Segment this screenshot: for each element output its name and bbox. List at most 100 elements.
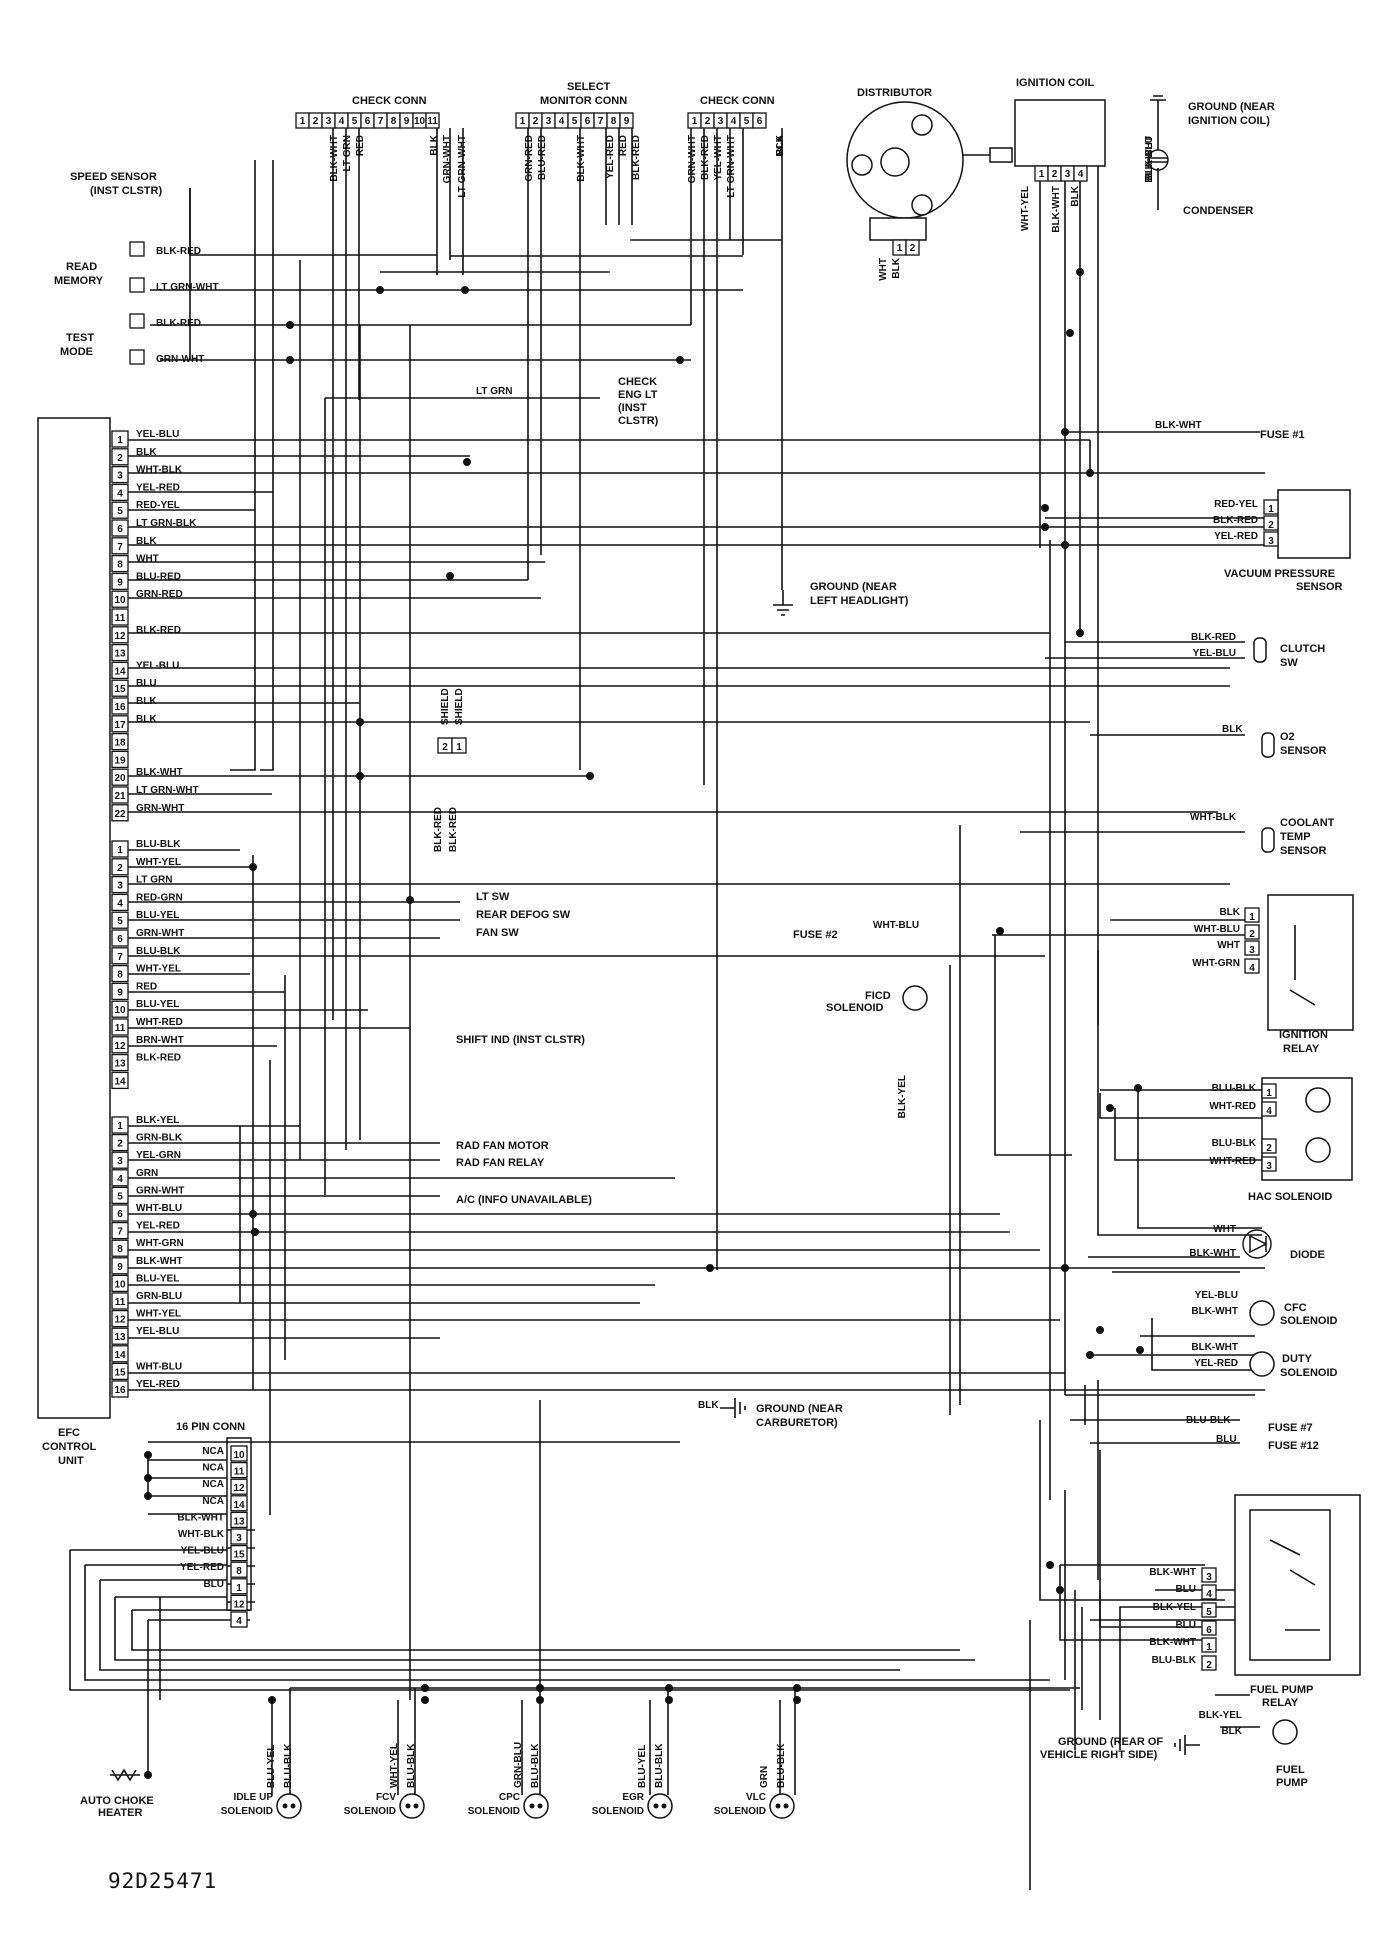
auto-choke-l2: HEATER xyxy=(98,1807,142,1819)
ignition_coil-pin-number: 4 xyxy=(1078,169,1084,180)
ecu-a-pin-cell xyxy=(111,626,129,644)
fuel-pump-relay-pin-number: 6 xyxy=(1206,1625,1212,1636)
idle-up-solenoid-label-1: IDLE UP xyxy=(234,1792,274,1803)
check_conn_2-pin-number: 6 xyxy=(757,116,763,127)
fuse1-wire: BLK-WHT xyxy=(1155,420,1202,431)
read_memory-wire-label: BLK-RED xyxy=(156,246,201,257)
check-eng-lt-l1: CHECK xyxy=(618,376,657,388)
ecu-c-wire-label: WHT-BLU xyxy=(136,1361,182,1372)
ecu-b-pin-cell xyxy=(111,1053,129,1072)
ecu-b-pin-number: 4 xyxy=(117,898,123,909)
clutch-sw-wire-label: YEL-BLU xyxy=(1193,648,1236,659)
ecu-a-pin-number: 14 xyxy=(114,666,126,677)
check-conn-1-wire-label: RED xyxy=(355,135,366,156)
ecu-a-wire-label: BLU-RED xyxy=(136,571,181,582)
egr-solenoid-label-1: EGR xyxy=(622,1792,644,1803)
check_conn_2-pin-number: 3 xyxy=(718,116,724,127)
ecu-b-pin-number: 3 xyxy=(117,881,123,892)
ecu-a-pin-number: 21 xyxy=(114,791,126,802)
splice-dot xyxy=(1061,1264,1069,1272)
coolant-sensor-icon xyxy=(1261,827,1275,853)
check-conn-1-wire-label: LT GRN xyxy=(342,135,353,171)
splice-dot xyxy=(286,356,294,364)
ignition_coil-pin-number: 3 xyxy=(1065,169,1071,180)
ignition-relay-wire-label: WHT-GRN xyxy=(1192,958,1240,969)
ecu-a-wire-label: BLK xyxy=(136,696,157,707)
cfc-solenoid-wire-label: BLK-WHT xyxy=(1191,1306,1238,1317)
check-eng-lt-l2: ENG LT xyxy=(618,389,658,401)
check_conn_1-pin-cell xyxy=(425,112,440,129)
check-conn-1-wire-label: LT GRN-WHT xyxy=(457,135,468,198)
splice-dot xyxy=(1106,1104,1114,1112)
check-conn-1-title: CHECK CONN xyxy=(352,95,427,107)
ecu-c-wire-label: WHT-YEL xyxy=(136,1309,181,1320)
ground-icon xyxy=(1150,95,1166,108)
ecu-b-pin-cell xyxy=(111,1036,129,1054)
vlc-solenoid-wire-label: GRN xyxy=(759,1766,770,1788)
ecu-a-pin-cell xyxy=(111,786,129,804)
splice-dot xyxy=(1056,1586,1064,1594)
fuel-pump-relay-pin-cell xyxy=(1201,1567,1217,1583)
ecu-a-pin-number: 12 xyxy=(114,631,126,642)
fuel-pump-relay-pin-number: 5 xyxy=(1206,1607,1212,1618)
rad-fan-motor-label: RAD FAN MOTOR xyxy=(456,1140,549,1152)
select_monitor_conn-pin-number: 8 xyxy=(611,116,617,127)
ecu-b-wire-label: RED xyxy=(136,981,157,992)
splice-dot xyxy=(376,286,384,294)
select-monitor-wire-label: BLK-WHT xyxy=(576,135,587,182)
hac-solenoid-icon xyxy=(1305,1137,1331,1163)
ecu-c-pin-cell xyxy=(111,1151,129,1169)
shield-wire-label: BLK-RED xyxy=(448,807,459,852)
read_memory-wire-label: LT GRN-WHT xyxy=(156,282,219,293)
ecu-b-pin-number: 8 xyxy=(117,970,123,981)
splice-dot xyxy=(463,458,471,466)
check_conn_2-pin-number: 2 xyxy=(705,116,711,127)
figure-id: 92D25471 xyxy=(108,1869,217,1893)
vacuum-sensor-pin-number: 1 xyxy=(1268,504,1274,515)
ecu-a-pin-cell xyxy=(111,643,129,662)
shield-label-1: SHIELD xyxy=(440,688,451,725)
ecu-c-pin-number: 1 xyxy=(117,1121,123,1132)
shield-wire-label: BLK-RED xyxy=(433,807,444,852)
hac-solenoid-wire-label: BLU-BLK xyxy=(1212,1083,1257,1094)
select-monitor-wire-label: BLU-RED xyxy=(537,135,548,180)
ecu-c-pin-cell xyxy=(111,1116,129,1134)
ignition-relay-wire-label: WHT xyxy=(1217,940,1240,951)
ecu-c-pin-number: 14 xyxy=(114,1350,126,1361)
ecu-a-wire-label: BLK xyxy=(136,447,157,458)
splice-dot xyxy=(144,1492,152,1500)
ecu-c-pin-cell xyxy=(111,1274,129,1293)
duty-solenoid-icon xyxy=(1249,1351,1275,1377)
hac-solenoid-pin-cell xyxy=(1261,1101,1277,1117)
hac-solenoid-pin-cell xyxy=(1261,1156,1277,1172)
ecu-b-pin-cell xyxy=(111,1000,129,1018)
fuel-pump-relay-wire-label: BLK-WHT xyxy=(1149,1567,1196,1578)
speed-sensor-l1: SPEED SENSOR xyxy=(70,171,157,183)
cpc-solenoid-wire-label: BLU-BLK xyxy=(530,1743,541,1788)
select-monitor-title-2: MONITOR CONN xyxy=(540,95,627,107)
ecu-a-pin-cell xyxy=(111,679,129,697)
select-monitor-wire-label: BLK-RED xyxy=(631,135,642,180)
idle-up-solenoid-wire-label: BLU-YEL xyxy=(266,1745,277,1788)
splice-dot xyxy=(793,1696,801,1704)
vacuum-sensor-pin-cell xyxy=(1263,531,1279,547)
fuel-pump-icon xyxy=(1272,1719,1298,1745)
condenser-wire-label: BLK-BLU xyxy=(1144,136,1155,180)
ecu-b-pin-number: 7 xyxy=(117,952,123,963)
ecu-b-pin-cell xyxy=(111,1018,129,1036)
ecu-a-wire-label: BLU xyxy=(136,678,157,689)
splice-dot xyxy=(1136,1346,1144,1354)
coolant-l3: SENSOR xyxy=(1280,845,1327,857)
check-conn-2-wire-label: GRN-WHT xyxy=(687,135,698,183)
ecu-b-pin-number: 9 xyxy=(117,987,123,998)
ecu-a-pin-cell xyxy=(111,750,129,769)
coolant-wire: WHT-BLK xyxy=(1190,812,1237,823)
ecu-b-pin-cell xyxy=(111,982,129,1001)
ecu-a-pin-number: 11 xyxy=(115,613,126,624)
ecu-a-wire-label: BLK xyxy=(136,714,157,725)
diode-wire-label: BLK-WHT xyxy=(1189,1248,1236,1259)
pin16-wire-label: NCA xyxy=(202,1496,224,1507)
ecu-c-pin-number: 9 xyxy=(117,1262,123,1273)
fuel-pump-relay-wire-label: BLU-BLK xyxy=(1152,1655,1197,1666)
splice-dot xyxy=(665,1696,673,1704)
